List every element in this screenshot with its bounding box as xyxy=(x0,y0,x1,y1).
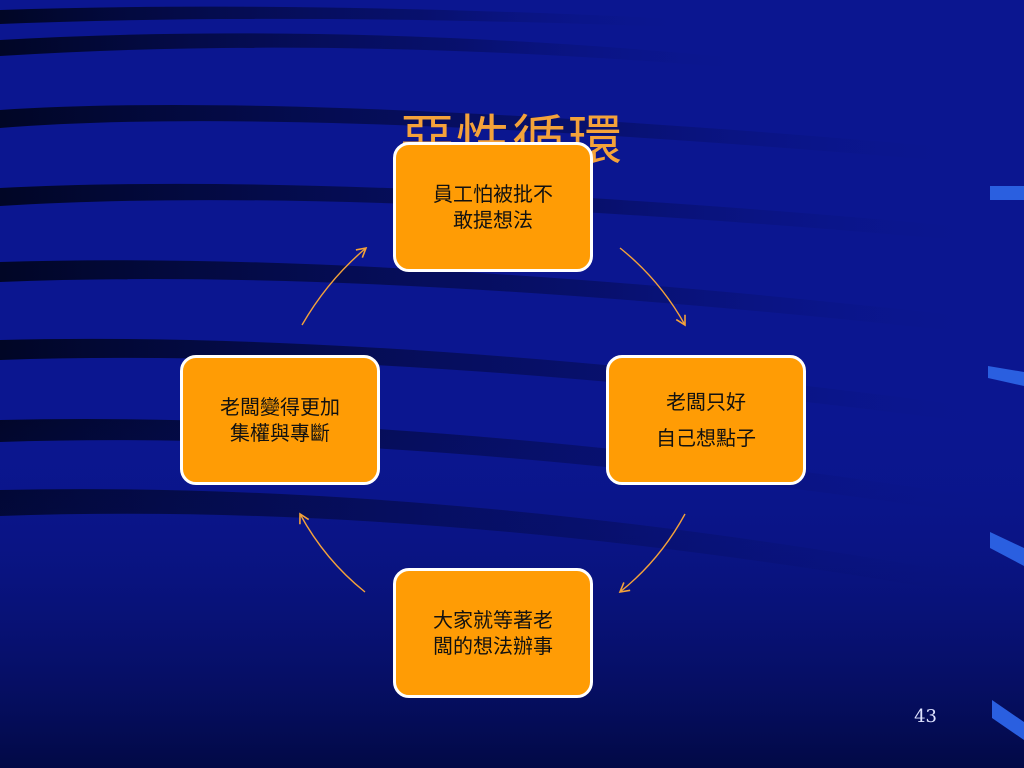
node-text-line1: 老闆只好 xyxy=(666,390,746,414)
node-text-line1: 員工怕被批不 xyxy=(433,182,553,206)
arrow-bottom-to-left xyxy=(299,512,366,593)
page-number: 43 xyxy=(914,706,937,727)
cycle-node-right: 老闆只好 自己想點子 xyxy=(606,355,806,485)
cycle-node-bottom: 大家就等著老 闆的想法辦事 xyxy=(393,568,593,698)
arrow-left-to-top xyxy=(301,246,368,326)
node-text-line2: 闆的想法辦事 xyxy=(433,634,553,658)
node-text-line2: 敢提想法 xyxy=(453,208,533,232)
node-text-line2: 自己想點子 xyxy=(656,426,756,450)
cycle-node-left: 老闆變得更加 集權與專斷 xyxy=(180,355,380,485)
cycle-node-top: 員工怕被批不 敢提想法 xyxy=(393,142,593,272)
node-text-line1: 大家就等著老 xyxy=(433,608,553,632)
arrow-top-to-right xyxy=(619,247,686,327)
arrow-right-to-bottom xyxy=(618,513,686,594)
node-text-line2: 集權與專斷 xyxy=(230,421,330,445)
node-text-line1: 老闆變得更加 xyxy=(220,395,340,419)
